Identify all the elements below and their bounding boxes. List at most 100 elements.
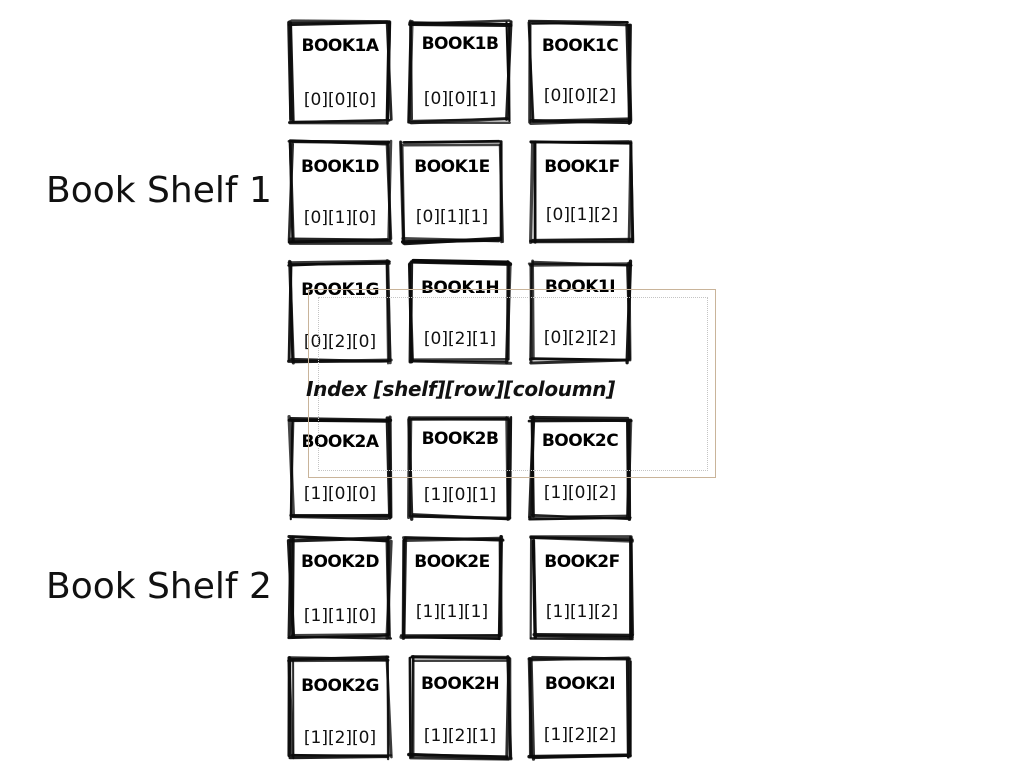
book-index: [1][1][2]: [545, 602, 619, 622]
book-name: BOOK2B: [421, 429, 499, 449]
sketch-stroke: [288, 20, 293, 123]
book-box: BOOK2D [1][1][0]: [286, 535, 393, 640]
book-name: BOOK2D: [301, 552, 379, 572]
book-name: BOOK1C: [541, 36, 619, 56]
book-box: BOOK1A [0][0][0]: [287, 19, 393, 125]
sketch-frame: [529, 535, 635, 641]
sketch-stroke: [287, 634, 390, 640]
sketch-stroke: [528, 753, 631, 759]
book-box: BOOK2C [1][0][2]: [527, 415, 633, 521]
sketch-stroke: [385, 260, 389, 365]
sketch-stroke: [288, 237, 390, 243]
book-index: [0][2][1]: [423, 329, 497, 349]
sketch-frame: [399, 535, 505, 641]
sketch-stroke: [399, 140, 406, 244]
book-name: BOOK2C: [541, 431, 619, 451]
sketch-stroke: [403, 140, 501, 144]
book-name: BOOK2H: [420, 674, 500, 694]
sketch-stroke: [407, 416, 411, 520]
book-index: [1][2][1]: [423, 726, 497, 746]
sketch-stroke: [528, 514, 628, 518]
sketch-stroke: [528, 516, 632, 521]
sketch-stroke: [411, 513, 511, 521]
sketch-stroke: [388, 415, 393, 519]
book-name: BOOK2E: [414, 552, 490, 572]
sketch-stroke: [498, 535, 504, 638]
book-box: BOOK1C [0][0][2]: [527, 19, 633, 126]
sketch-stroke: [531, 539, 537, 639]
sketch-stroke: [528, 416, 536, 520]
book-name: BOOK2F: [544, 552, 620, 572]
sketch-stroke: [529, 140, 631, 144]
book-name: BOOK2I: [544, 674, 616, 694]
sketch-stroke: [529, 21, 631, 27]
sketch-stroke: [408, 656, 412, 759]
sketch-stroke: [407, 752, 513, 761]
sketch-stroke: [506, 655, 513, 760]
sketch-stroke: [529, 263, 533, 363]
sketch-frame: [407, 258, 513, 365]
book-box: BOOK1E [0][1][1]: [399, 139, 505, 246]
sketch-stroke: [509, 416, 513, 519]
book-index: [0][2][0]: [303, 332, 377, 352]
book-box: BOOK2A [1][0][0]: [287, 414, 393, 521]
sketch-frame: [287, 655, 393, 761]
sketch-stroke: [531, 655, 630, 661]
book-name: BOOK2G: [301, 676, 379, 696]
book-index: [0][0][2]: [543, 86, 617, 106]
sketch-stroke: [290, 419, 389, 423]
sketch-stroke: [289, 260, 294, 362]
book-index: [1][0][0]: [303, 484, 377, 504]
sketch-stroke: [527, 19, 629, 23]
book-name: BOOK1A: [301, 36, 379, 56]
sketch-stroke: [408, 21, 512, 26]
sketch-stroke: [291, 358, 393, 364]
book-box: BOOK1D [0][1][0]: [287, 139, 393, 245]
book-box: BOOK2E [1][1][1]: [399, 535, 505, 641]
sketch-stroke: [287, 142, 294, 242]
sketch-stroke: [410, 656, 511, 659]
sketch-stroke: [386, 140, 392, 243]
sketch-stroke: [401, 635, 501, 640]
sketch-frame: [286, 535, 393, 640]
sketch-stroke: [402, 236, 502, 246]
book-box: BOOK2B [1][0][1]: [407, 416, 513, 521]
sketch-stroke: [529, 142, 535, 245]
book-box: BOOK1H [0][2][1]: [407, 258, 513, 365]
sketch-stroke: [290, 19, 391, 24]
sketch-frame: [527, 655, 632, 761]
book-index: [1][1][1]: [415, 602, 489, 622]
sketch-stroke: [505, 20, 513, 121]
book-index: [1][1][0]: [303, 606, 377, 626]
sketch-frame: [399, 139, 505, 246]
sketch-stroke: [505, 260, 509, 361]
book-index: [0][1][0]: [303, 208, 377, 228]
book-name: BOOK1I: [544, 277, 616, 297]
sketch-stroke: [529, 657, 536, 761]
sketch-stroke: [288, 536, 392, 543]
sketch-stroke: [408, 117, 511, 122]
book-index: [0][2][2]: [543, 328, 617, 348]
sketch-stroke: [529, 535, 634, 543]
index-caption: Index [shelf][row][coloumn]: [306, 377, 616, 401]
sketch-frame: [287, 19, 393, 125]
sketch-stroke: [527, 657, 533, 759]
book-index: [0][1][1]: [415, 207, 489, 227]
shelf-2-label: Book Shelf 2: [46, 566, 272, 607]
sketch-frame: [407, 655, 513, 761]
book-name: BOOK1B: [421, 34, 499, 54]
sketch-stroke: [506, 418, 511, 521]
sketch-stroke: [291, 119, 391, 123]
sketch-stroke: [385, 655, 393, 759]
sketch-stroke: [531, 260, 631, 267]
sketch-stroke: [403, 536, 505, 542]
sketch-stroke: [408, 262, 414, 364]
sketch-stroke: [629, 538, 635, 637]
book-box: BOOK1F [0][1][2]: [529, 140, 635, 245]
sketch-stroke: [530, 357, 630, 362]
sketch-stroke: [409, 260, 513, 266]
book-name: BOOK1D: [301, 157, 379, 177]
sketch-stroke: [288, 139, 389, 146]
book-box: BOOK2H [1][2][1]: [407, 655, 513, 761]
